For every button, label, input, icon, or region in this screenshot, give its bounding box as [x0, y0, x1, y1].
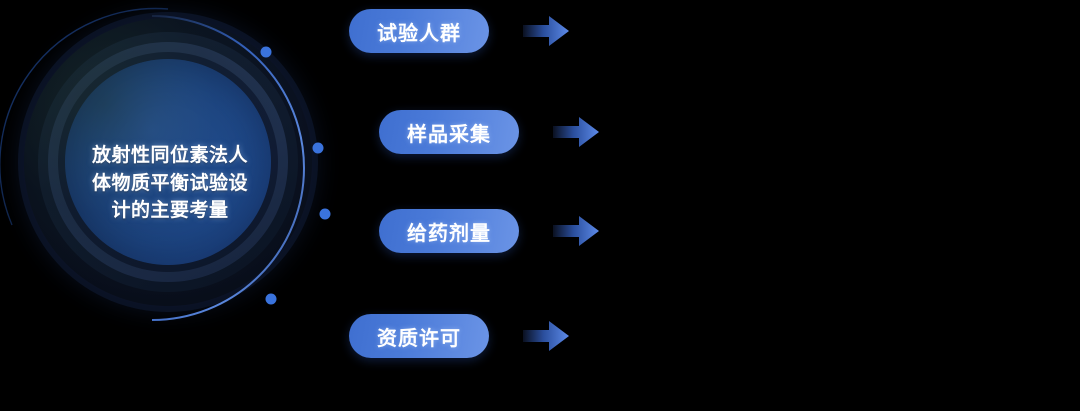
central-circle-group: 放射性同位素法人 体物质平衡试验设 计的主要考量 — [18, 12, 318, 312]
step-pill-2-label: 样品采集 — [407, 121, 491, 146]
step-row-2: 样品采集 — [379, 110, 599, 154]
central-circle-title-line-2: 体物质平衡试验设 — [91, 171, 248, 194]
step-row-3: 给药剂量 — [379, 209, 599, 253]
arrow-right-icon — [553, 117, 599, 147]
step-pill-3[interactable]: 给药剂量 — [379, 209, 519, 253]
arrow-right-icon — [523, 321, 569, 351]
central-circle-title-line-1: 放射性同位素法人 — [91, 144, 248, 166]
step-row-4: 资质许可 — [349, 314, 569, 358]
step-pill-1[interactable]: 试验人群 — [349, 9, 489, 53]
step-pill-2[interactable]: 样品采集 — [379, 110, 519, 154]
step-pill-4-label: 资质许可 — [377, 325, 461, 350]
step-pill-1-label: 试验人群 — [377, 20, 461, 45]
arrow-right-icon — [553, 216, 599, 246]
step-pill-3-label: 给药剂量 — [407, 220, 491, 245]
central-circle-title-line-3: 计的主要考量 — [111, 199, 229, 222]
arrow-right-icon — [523, 16, 569, 46]
step-pill-4[interactable]: 资质许可 — [349, 314, 489, 358]
central-circle-title: 放射性同位素法人 体物质平衡试验设 计的主要考量 — [70, 142, 270, 225]
step-row-1: 试验人群 — [349, 9, 569, 53]
orbit-dot-3 — [319, 208, 331, 220]
